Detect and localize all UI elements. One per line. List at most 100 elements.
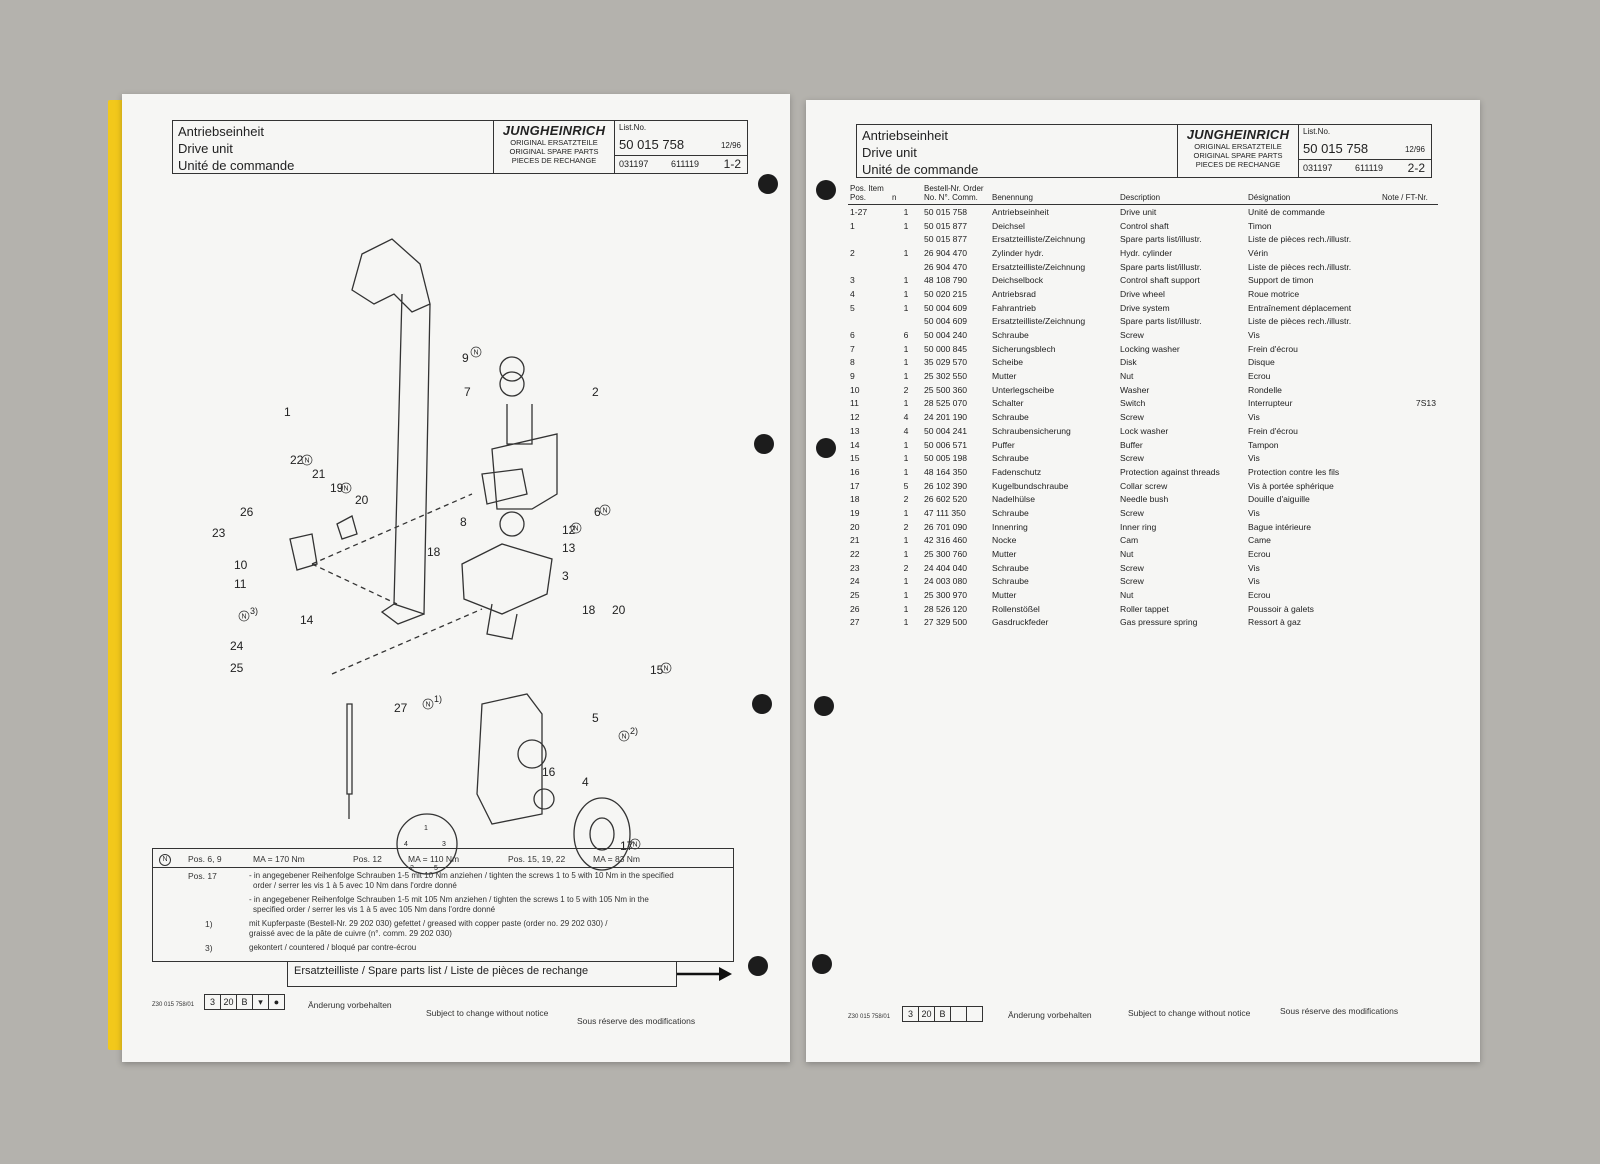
callout-18: 18 bbox=[427, 545, 441, 559]
cell-description: Inner ring bbox=[1120, 521, 1157, 532]
callout-12: 12 bbox=[562, 523, 576, 537]
code2: 611119 bbox=[671, 159, 700, 169]
cell-pos bbox=[848, 260, 890, 274]
cell-benennung: Ersatzteilliste/Zeichnung bbox=[992, 261, 1086, 272]
header-titles: Antriebseinheit Drive unit Unité de comm… bbox=[173, 121, 494, 173]
title-de: Antriebseinheit bbox=[178, 124, 264, 139]
cell-order: 50 004 240 bbox=[924, 330, 968, 341]
cell-order: 26 602 520 bbox=[924, 494, 968, 505]
brand-line: ORIGINAL ERSATZTEILE bbox=[510, 138, 598, 147]
n-mark: N bbox=[574, 526, 579, 533]
bolt-4: 4 bbox=[404, 841, 408, 848]
left-page: Antriebseinheit Drive unit Unité de comm… bbox=[122, 94, 790, 1062]
footer-row: Z30 015 758/01 bbox=[848, 1010, 890, 1020]
cell-description: Spare parts list/illustr. bbox=[1120, 261, 1202, 272]
cell-description: Nut bbox=[1120, 549, 1134, 560]
cell-benennung: Unterlegscheibe bbox=[992, 384, 1055, 395]
cell-pos: 12 bbox=[850, 412, 860, 423]
cell-note bbox=[1380, 534, 1438, 548]
cell-note bbox=[1380, 315, 1438, 329]
cell-pos bbox=[848, 232, 890, 246]
cell-designation: Vérin bbox=[1248, 247, 1269, 258]
cell-note bbox=[1380, 219, 1438, 233]
cell-description: Screw bbox=[1120, 330, 1144, 341]
cell-order: 50 004 609 bbox=[924, 302, 968, 313]
cell-benennung: Nadelhülse bbox=[992, 494, 1035, 505]
cell-description: Nut bbox=[1120, 590, 1134, 601]
cell-note bbox=[1380, 547, 1438, 561]
n-mark: N bbox=[474, 350, 479, 357]
cell-description: Needle bush bbox=[1120, 494, 1169, 505]
brand-logo: JUNGHEINRICH bbox=[1186, 127, 1290, 142]
cell-designation: Vis bbox=[1248, 453, 1260, 464]
cell-pos: 18 bbox=[850, 494, 860, 505]
brand-block: JUNGHEINRICH ORIGINAL ERSATZTEILE ORIGIN… bbox=[1178, 125, 1299, 177]
cell-designation: Poussoir à galets bbox=[1248, 603, 1314, 614]
brand-line: ORIGINAL SPARE PARTS bbox=[1193, 151, 1283, 160]
callout-21: 21 bbox=[312, 467, 326, 481]
cell-description: Drive unit bbox=[1120, 206, 1157, 217]
page-header: Antriebseinheit Drive unit Unité de comm… bbox=[172, 120, 748, 174]
n-mark: N bbox=[344, 486, 349, 493]
callout-2: 2 bbox=[592, 385, 599, 399]
exploded-view-diagram: 1 2 3 4 5 6 7 8 9 10 11 12 13 14 15 16 1… bbox=[212, 238, 672, 875]
cell-pos: 27 bbox=[850, 617, 860, 628]
spare-parts-list-label: Ersatzteilliste / Spare parts list / Lis… bbox=[287, 961, 677, 987]
cell-order: 26 102 390 bbox=[924, 480, 968, 491]
cell-benennung: Antriebseinheit bbox=[992, 206, 1049, 217]
callout-11: 11 bbox=[234, 577, 247, 591]
cell-pos: 14 bbox=[850, 439, 860, 450]
header-titles: Antriebseinheit Drive unit Unité de comm… bbox=[857, 125, 1178, 177]
cell-benennung: Schalter bbox=[992, 398, 1024, 409]
title-en: Drive unit bbox=[178, 141, 233, 156]
col-designation: Désignation bbox=[1246, 184, 1380, 205]
cell-benennung: Zylinder hydr. bbox=[992, 247, 1044, 258]
cell-description: Protection against threads bbox=[1120, 466, 1220, 477]
cell-pos: 11 bbox=[850, 398, 859, 409]
cell-order: 50 015 877 bbox=[924, 220, 968, 231]
cell-pos: 3 bbox=[850, 275, 855, 286]
cell-description: Locking washer bbox=[1120, 343, 1180, 354]
list-no: 50 015 758 bbox=[619, 137, 685, 152]
punch-hole bbox=[748, 956, 768, 976]
cell-benennung: Antriebsrad bbox=[992, 288, 1036, 299]
col-n: n bbox=[890, 184, 922, 205]
cell-designation: Douille d'aiguille bbox=[1248, 494, 1310, 505]
cell-description: Lock washer bbox=[1120, 425, 1169, 436]
callout-25: 25 bbox=[230, 661, 244, 675]
cell-n: 1 bbox=[903, 398, 909, 409]
cell-n: 1 bbox=[903, 206, 909, 217]
footer-code: Z30 015 758/01 bbox=[152, 1002, 195, 1008]
brand-block: JUNGHEINRICH ORIGINAL ERSATZTEILE ORIGIN… bbox=[494, 121, 615, 173]
cell-designation: Protection contre les fils bbox=[1248, 466, 1340, 477]
cell-order: 50 006 571 bbox=[924, 439, 968, 450]
cell-order: 42 316 460 bbox=[924, 535, 968, 546]
cell-designation: Disque bbox=[1248, 357, 1275, 368]
cell-order: 47 111 350 bbox=[924, 507, 966, 518]
cell-n bbox=[890, 260, 922, 274]
cell-n: 4 bbox=[903, 412, 909, 423]
cell-description: Drive wheel bbox=[1120, 288, 1165, 299]
cell-benennung: Schraube bbox=[992, 412, 1029, 423]
footer-fr: Sous réserve des modifications bbox=[1280, 1006, 1399, 1016]
cell-order: 50 015 877 bbox=[924, 234, 968, 245]
cell-n: 1 bbox=[903, 371, 909, 382]
cell-pos: 22 bbox=[850, 549, 860, 560]
punch-hole bbox=[814, 696, 834, 716]
cell-note bbox=[1380, 273, 1438, 287]
cell-description: Gas pressure spring bbox=[1120, 617, 1198, 628]
list-number-block: List.No. 50 015 758 12/96 031197 611119 … bbox=[1299, 125, 1431, 177]
cell-n: 6 bbox=[903, 330, 909, 341]
cell-n: 1 bbox=[903, 220, 909, 231]
cell-benennung: Sicherungsblech bbox=[992, 343, 1056, 354]
cell-order: 24 201 190 bbox=[924, 412, 968, 423]
cell-designation: Came bbox=[1248, 535, 1271, 546]
cell-benennung: Innenring bbox=[992, 521, 1028, 532]
